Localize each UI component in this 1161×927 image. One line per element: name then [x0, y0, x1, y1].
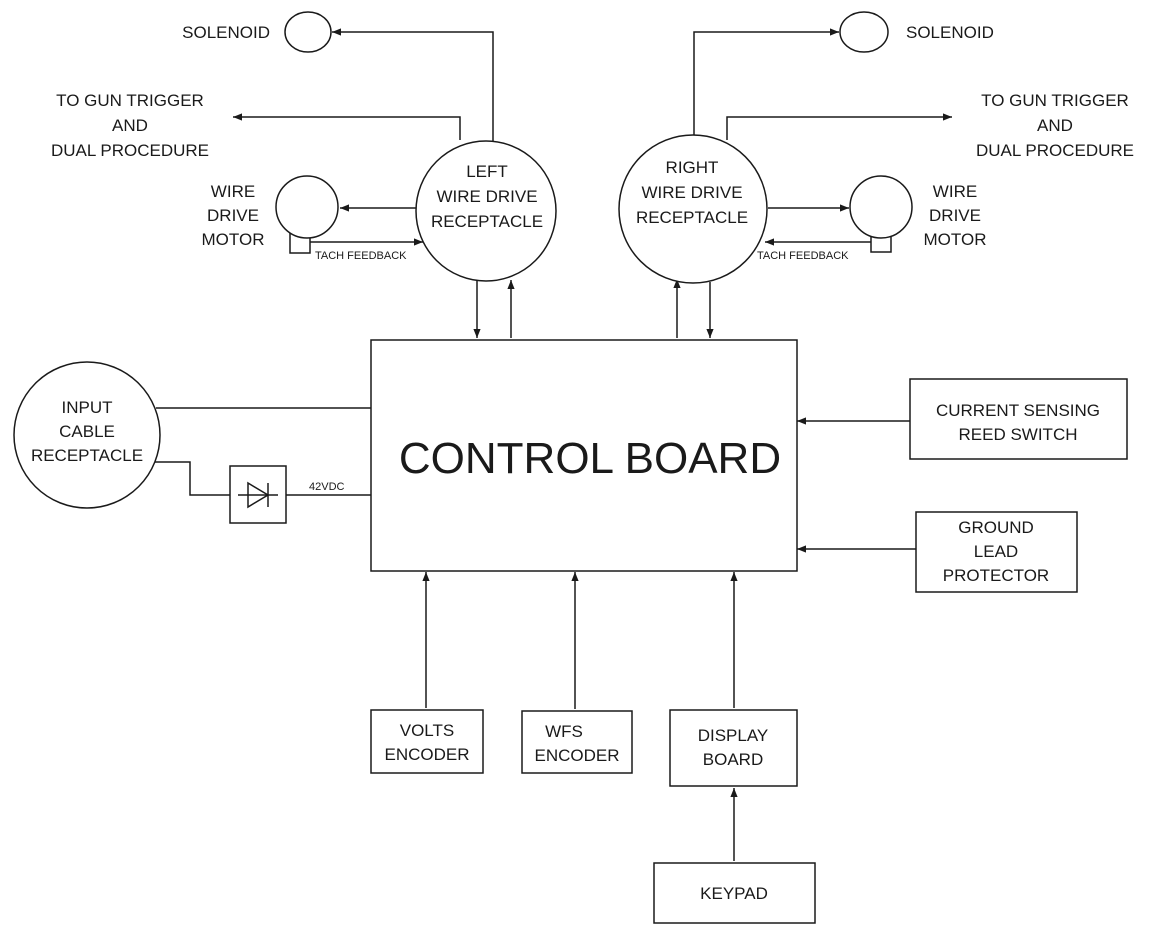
voltage-label: 42VDC [309, 481, 345, 493]
left-receptacle-line3: RECEPTACLE [431, 212, 543, 231]
current-sensing-box [909, 378, 1128, 460]
gun-trigger-right-line2: AND [1037, 116, 1073, 135]
connector-input-rectifier [155, 461, 230, 496]
input-receptacle-line1: INPUT [62, 398, 113, 417]
display-board-box [669, 709, 798, 787]
right-receptacle-line2: WIRE DRIVE [641, 183, 742, 202]
ground-lead-line3: PROTECTOR [943, 566, 1049, 585]
control-board-label: CONTROL BOARD [399, 434, 781, 483]
connector-right-solenoid [693, 28, 839, 147]
gun-trigger-left-line1: TO GUN TRIGGER [56, 91, 204, 110]
volts-encoder-line1: VOLTS [400, 721, 454, 740]
motor-right-circle [849, 175, 913, 239]
connector-left-solenoid [332, 28, 494, 143]
solenoid-left-ellipse [284, 11, 332, 53]
keypad-label: KEYPAD [700, 884, 768, 903]
right-receptacle-line3: RECEPTACLE [636, 208, 748, 227]
connector-left-gun-trigger [233, 113, 461, 140]
connector-right-gun-trigger [726, 113, 952, 140]
motor-left-line1: WIRE [211, 182, 255, 201]
input-receptacle-line2: CABLE [59, 422, 115, 441]
diode-icon [229, 465, 287, 524]
left-receptacle-circle [415, 140, 557, 282]
left-receptacle-line1: LEFT [466, 162, 508, 181]
display-board-line1: DISPLAY [698, 726, 769, 745]
solenoid-right-label: SOLENOID [906, 23, 994, 42]
motor-right-line1: WIRE [933, 182, 977, 201]
ground-lead-box [915, 511, 1078, 593]
control-board-box [370, 339, 798, 572]
connectors [155, 28, 952, 861]
solenoid-left-label: SOLENOID [182, 23, 270, 42]
motor-left-line2: DRIVE [207, 206, 259, 225]
solenoid-right-ellipse [839, 11, 889, 53]
motor-left-circle [275, 175, 339, 239]
right-receptacle-line1: RIGHT [666, 158, 719, 177]
gun-trigger-right-line1: TO GUN TRIGGER [981, 91, 1129, 110]
tach-left-label: TACH FEEDBACK [315, 250, 407, 262]
wfs-encoder-line2: ENCODER [534, 746, 619, 765]
ground-lead-line1: GROUND [958, 518, 1034, 537]
wfs-encoder-line1: WFS [545, 722, 583, 741]
motor-right-line2: DRIVE [929, 206, 981, 225]
keypad-box [653, 862, 816, 924]
gun-trigger-right-line3: DUAL PROCEDURE [976, 141, 1134, 160]
right-receptacle-circle [618, 134, 768, 284]
ground-lead-line2: LEAD [974, 542, 1018, 561]
input-receptacle-line3: RECEPTACLE [31, 446, 143, 465]
motor-right-line3: MOTOR [924, 230, 987, 249]
wfs-encoder-box [521, 710, 633, 774]
volts-encoder-line2: ENCODER [384, 745, 469, 764]
gun-trigger-left-line3: DUAL PROCEDURE [51, 141, 209, 160]
current-sensing-line2: REED SWITCH [959, 425, 1078, 444]
gun-trigger-left-line2: AND [112, 116, 148, 135]
display-board-line2: BOARD [703, 750, 763, 769]
volts-encoder-box [370, 709, 484, 774]
tach-right-label: TACH FEEDBACK [757, 250, 849, 262]
motor-left-line3: MOTOR [202, 230, 265, 249]
input-receptacle-circle [13, 361, 161, 509]
left-receptacle-line2: WIRE DRIVE [436, 187, 537, 206]
current-sensing-line1: CURRENT SENSING [936, 401, 1100, 420]
